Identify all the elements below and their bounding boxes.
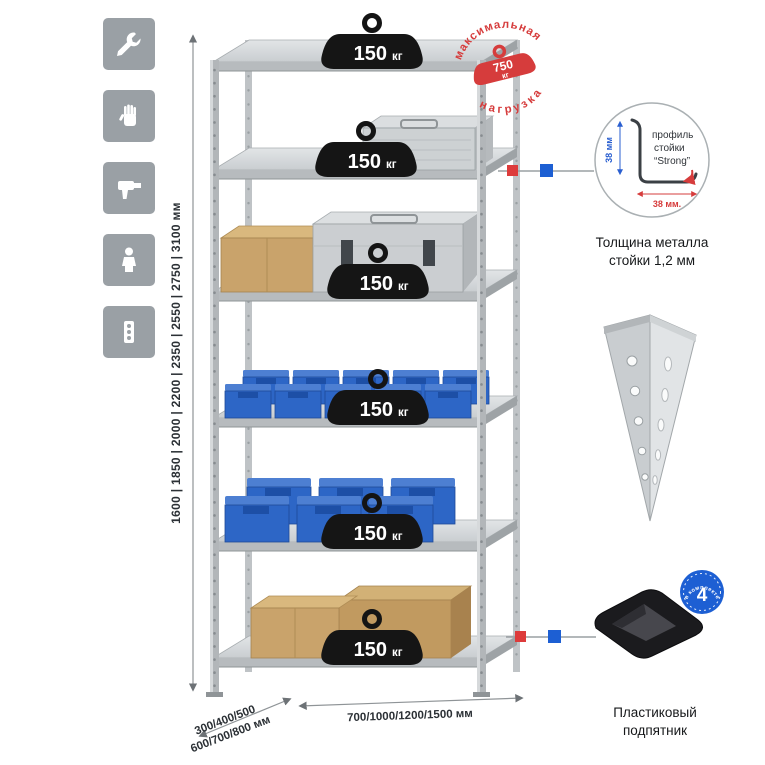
callout-marker-blue	[540, 164, 553, 177]
weight-badge-1: 150 кг	[321, 13, 423, 69]
post-foot	[473, 692, 490, 697]
drill-icon	[103, 162, 155, 214]
profile-caption-line-2: стойки 1,2 мм	[608, 253, 696, 268]
svg-text:150: 150	[348, 151, 381, 173]
foot-caption: Пластиковый подпятник	[613, 704, 697, 740]
case-latch	[341, 240, 353, 266]
weight-badge-4: 150 кг	[327, 369, 429, 425]
case-latch	[423, 240, 435, 266]
svg-text:кг: кг	[386, 159, 397, 171]
corner-post-graphic	[603, 314, 697, 522]
profile-horizontal-dim: 38 мм.	[653, 199, 681, 209]
kit-count-badge: 4 в комплекте	[680, 570, 724, 614]
svg-text:150: 150	[360, 273, 393, 295]
post-profile-detail: 38 мм 38 мм. профиль стойки “Strong”	[594, 102, 710, 218]
feature-icons	[103, 18, 155, 358]
callout-marker-red	[507, 165, 518, 176]
svg-text:кг: кг	[398, 407, 409, 419]
person-icon	[103, 234, 155, 286]
svg-text:150: 150	[354, 523, 387, 545]
svg-text:кг: кг	[501, 70, 510, 80]
wrench-icon	[103, 18, 155, 70]
cardboard-box	[219, 225, 333, 293]
weight-badge-2: 150 кг	[315, 121, 417, 177]
svg-text:кг: кг	[392, 51, 403, 63]
svg-text:750: 750	[492, 57, 515, 76]
shelving-rack	[206, 39, 520, 697]
profile-vertical-dim: 38 мм	[604, 137, 614, 163]
height-dimension-label: 1600 | 1850 | 2000 | 2200 | 2350 | 2550 …	[169, 202, 183, 524]
svg-text:профиль: профиль	[652, 129, 693, 141]
post-foot	[206, 692, 223, 697]
svg-text:“Strong”: “Strong”	[654, 156, 690, 167]
plastic-foot-graphic	[594, 589, 703, 659]
callout-bottom	[506, 630, 596, 643]
weight-badge-5: 150 кг	[321, 493, 423, 549]
foot-caption-line-1: Пластиковый	[613, 704, 697, 720]
profile-bend-arrow	[682, 169, 696, 186]
svg-text:150: 150	[354, 43, 387, 65]
case-handle	[400, 119, 438, 129]
callout-marker-blue	[548, 630, 561, 643]
case-handle	[370, 214, 418, 224]
rack-post-front-right	[473, 60, 490, 697]
svg-text:150: 150	[354, 639, 387, 661]
depth-dimension-line	[198, 697, 292, 738]
gloves-icon	[103, 90, 155, 142]
callout-top	[498, 164, 594, 177]
stamp-weight-body	[473, 53, 536, 86]
weight-badge-3: 150 кг	[327, 243, 429, 299]
profile-caption-line-1: Толщина металла	[595, 234, 709, 250]
profile-caption: Толщина металла стойки 1,2 мм	[596, 234, 709, 270]
svg-text:150: 150	[360, 399, 393, 421]
width-dimension-line	[298, 694, 524, 710]
rack-post-front-left	[206, 60, 223, 697]
svg-text:кг: кг	[392, 531, 403, 543]
svg-text:кг: кг	[392, 647, 403, 659]
foot-caption-line-2: подпятник	[622, 723, 688, 738]
stamp-weight-handle	[492, 44, 507, 59]
power-strip-icon	[103, 306, 155, 358]
rack-post-back-left	[245, 40, 252, 672]
svg-text:4: 4	[697, 585, 708, 606]
svg-text:кг: кг	[398, 281, 409, 293]
svg-text:стойки: стойки	[654, 143, 685, 154]
rack-post-back-right	[513, 40, 520, 672]
callout-marker-red	[515, 631, 526, 642]
weight-badge-6: 150 кг	[321, 609, 423, 665]
